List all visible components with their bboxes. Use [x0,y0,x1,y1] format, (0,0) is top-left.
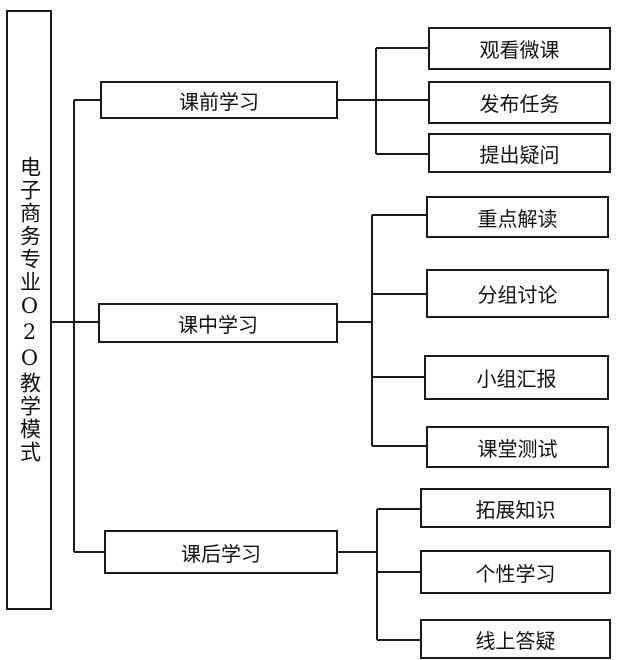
root-label: 电子商务专业O2O教学模式 [17,156,42,464]
stage-node-in-class: 课中学习 [98,303,338,343]
leaf-node: 观看微课 [428,27,611,70]
leaf-label: 发布任务 [479,92,560,116]
leaf-node: 个性学习 [420,550,611,594]
stage-node-after-class: 课后学习 [104,530,338,574]
leaf-label: 个性学习 [475,561,556,586]
leaf-label: 课堂测试 [477,436,558,461]
leaf-label: 小组汇报 [476,367,557,391]
leaf-node: 重点解读 [426,196,609,238]
stage-label: 课后学习 [181,541,261,566]
leaf-label: 提出疑问 [479,142,560,167]
leaf-node: 线上答疑 [420,619,611,659]
leaf-node: 小组汇报 [424,355,609,400]
leaf-node: 课堂测试 [426,426,609,468]
stage-label: 课前学习 [179,89,259,114]
leaf-node: 拓展知识 [420,488,611,528]
leaf-node: 提出疑问 [428,133,611,173]
stage-label: 课中学习 [178,312,258,337]
leaf-label: 线上答疑 [475,628,556,653]
root-node: 电子商务专业O2O教学模式 [6,10,52,610]
leaf-label: 分组讨论 [477,283,558,307]
leaf-label: 拓展知识 [475,497,556,522]
stage-node-pre-class: 课前学习 [100,81,338,119]
leaf-node: 分组讨论 [426,269,609,318]
leaf-label: 观看微课 [479,38,560,62]
leaf-label: 重点解读 [477,206,558,231]
leaf-node: 发布任务 [428,81,611,124]
